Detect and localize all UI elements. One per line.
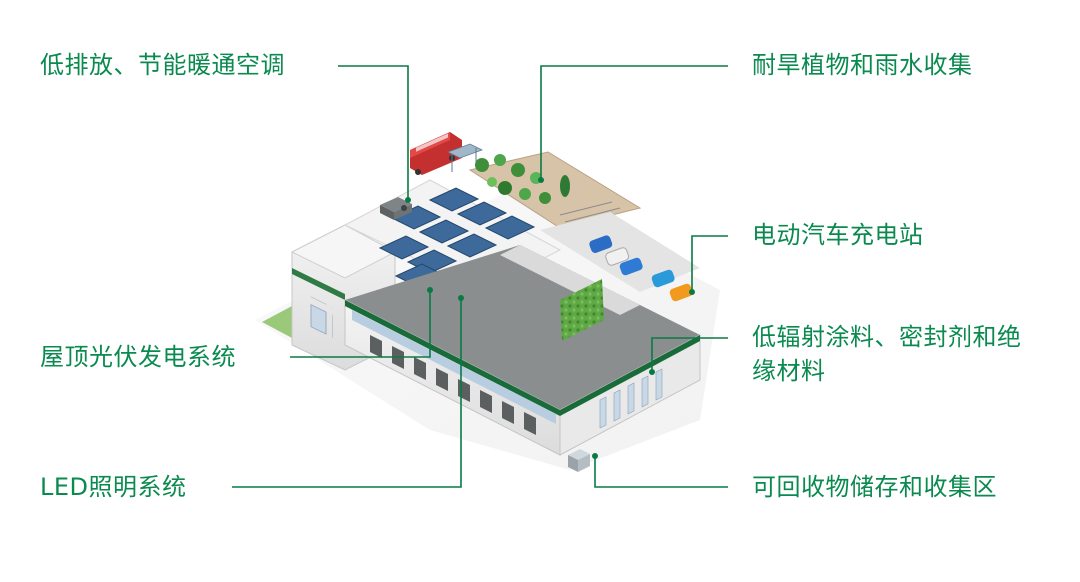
- bus-shelter: [446, 143, 484, 172]
- courtyard: [500, 245, 640, 341]
- label-ev-charging: 电动汽车充电站: [752, 221, 924, 249]
- leader-lines: [232, 65, 728, 488]
- solar-panel-icon: [378, 187, 536, 288]
- label-hvac: 低排放、节能暖通空调: [40, 51, 285, 79]
- hvac-unit-icon: [380, 197, 412, 220]
- bus-icon: [410, 132, 462, 175]
- recycling-bin-icon: [568, 449, 590, 472]
- tree-icon: [475, 154, 570, 204]
- label-led-lighting: LED照明系统: [40, 473, 187, 501]
- label-rooftop-pv: 屋顶光伏发电系统: [40, 343, 236, 371]
- label-low-voc-materials: 低辐射涂料、密封剂和绝缘材料: [752, 323, 1022, 385]
- warehouse-block: [344, 245, 701, 456]
- car-icon: [589, 235, 693, 302]
- label-recycling-area: 可回收物储存和收集区: [752, 473, 997, 501]
- parking-lot: [540, 212, 700, 302]
- label-drought-plants: 耐旱植物和雨水收集: [752, 51, 973, 79]
- green-wall-icon: [560, 279, 604, 341]
- rooftop-garden: [468, 151, 642, 229]
